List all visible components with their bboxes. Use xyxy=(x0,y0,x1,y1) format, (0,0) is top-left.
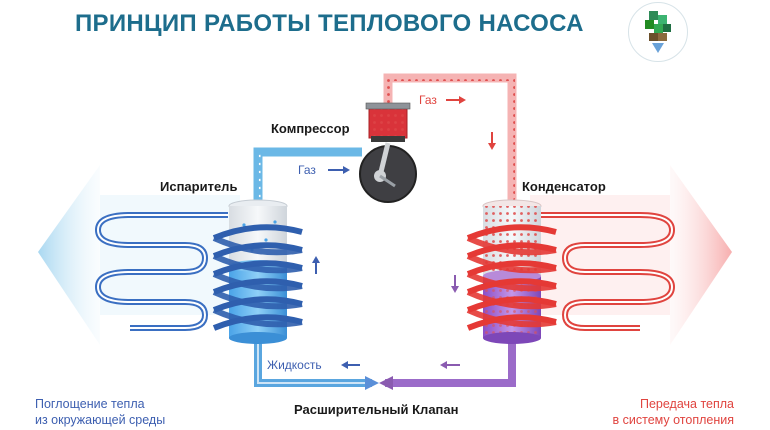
flow-arrow-liquid xyxy=(341,361,360,369)
liquid-line-hot xyxy=(385,340,516,387)
expansion-valve-right xyxy=(379,376,393,390)
left-caption-line2: из окружающей среды xyxy=(35,413,166,427)
cube-stack-logo-icon xyxy=(645,11,671,53)
flow-arrow-down-condenser-liquid xyxy=(451,275,459,293)
left-serpentine-highlight xyxy=(96,214,228,329)
evaporator-bottom xyxy=(229,332,287,344)
liquid-label: Жидкость xyxy=(267,358,322,372)
suction-line-dots xyxy=(255,149,362,205)
discharge-line-dots xyxy=(385,75,515,200)
evaporator-glass xyxy=(229,206,287,266)
right-caption-line2: в систему отопления xyxy=(612,413,734,427)
left-heat-arrow xyxy=(38,165,100,345)
suction-line xyxy=(253,147,362,205)
flow-arrow-gas-in xyxy=(328,166,350,174)
flow-arrow-up-evaporator xyxy=(312,256,320,274)
right-serpentine-highlight xyxy=(540,214,674,329)
gas-out-label: Газ xyxy=(419,93,437,107)
condenser-label: Конденсатор xyxy=(522,179,606,194)
right-caption-line1: Передача тепла xyxy=(639,397,734,411)
liquid-line-cold-highlight xyxy=(257,340,372,384)
compressor-label: Компрессор xyxy=(271,121,350,136)
right-caption: Передача тепла в систему отопления xyxy=(602,396,734,428)
evaporator-label: Испаритель xyxy=(160,179,238,194)
expansion-valve-label: Расширительный Клапан xyxy=(294,402,459,417)
gas-in-label: Газ xyxy=(298,163,316,177)
left-caption: Поглощение тепла из окружающей среды xyxy=(35,396,165,428)
condenser-spiral-coil xyxy=(466,224,557,331)
condenser-bottom xyxy=(483,332,541,344)
right-heat-arrow xyxy=(670,165,732,345)
brand-logo xyxy=(628,2,688,62)
expansion-valve-left xyxy=(365,376,379,390)
evaporator-spiral-coil xyxy=(212,224,303,331)
left-caption-line1: Поглощение тепла xyxy=(35,397,145,411)
flow-arrow-down-condenser xyxy=(488,132,496,150)
page-title: ПРИНЦИП РАБОТЫ ТЕПЛОВОГО НАСОСА xyxy=(75,10,584,37)
flow-arrow-gas-out xyxy=(446,96,466,104)
flow-arrow-left-liquid xyxy=(440,361,460,369)
compressor-unit xyxy=(359,102,417,203)
